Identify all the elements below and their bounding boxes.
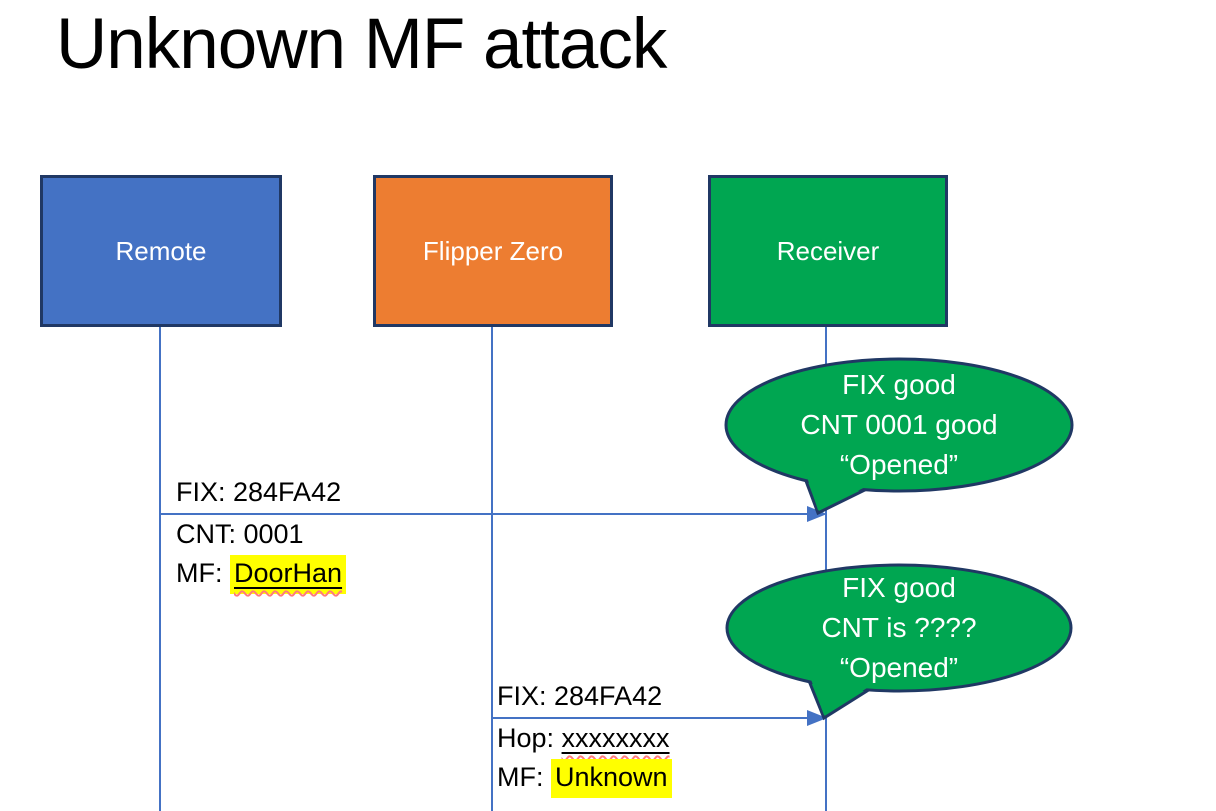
message2-mf-prefix: MF: [497, 762, 551, 792]
receiver-callout-2-text: FIX good CNT is ???? “Opened” [727, 564, 1071, 692]
receiver-callout-1-text: FIX good CNT 0001 good “Opened” [726, 360, 1072, 490]
callout-tail-fill [802, 462, 882, 510]
actor-box-receiver: Receiver [708, 175, 948, 327]
actor-box-remote: Remote [40, 175, 282, 327]
actor-box-flipper-zero: Flipper Zero [373, 175, 613, 327]
callout-ellipse [725, 563, 1073, 693]
callout-line: FIX good [842, 369, 956, 400]
message2-hop-prefix: Hop: [497, 723, 562, 753]
message2-fix-label: FIX: 284FA42 [497, 681, 663, 711]
callout-line: “Opened” [839, 652, 959, 683]
receiver-callout-1 [724, 357, 1074, 516]
message1-cnt-label: CNT: 0001 [176, 519, 304, 549]
callout-line: FIX good [842, 572, 956, 603]
message2-hop-label: Hop: xxxxxxxx [497, 723, 670, 754]
callout-line: CNT is ???? [821, 612, 977, 643]
message1-fix-label: FIX: 284FA42 [176, 477, 342, 507]
callout-ellipse [724, 357, 1074, 493]
message2-mf-label: MF: Unknown [497, 759, 672, 798]
message1-mf-value: DoorHan [234, 558, 343, 588]
receiver-lifeline [825, 327, 827, 811]
actor-label-remote: Remote [115, 235, 207, 266]
actor-label-flipper-zero: Flipper Zero [422, 235, 564, 266]
remote-lifeline [159, 327, 161, 811]
callout-line: “Opened” [839, 449, 959, 480]
callout-tail-fill [805, 663, 883, 715]
callout-line: CNT 0001 good [800, 409, 998, 440]
flipper-lifeline [491, 327, 493, 811]
highlighted-value: Unknown [551, 759, 672, 798]
message-arrow-flipper-to-receiver [492, 717, 810, 719]
highlighted-value: DoorHan [230, 555, 347, 594]
message-arrow-remote-to-receiver [160, 513, 810, 515]
message2-hop-value: xxxxxxxx [561, 723, 670, 753]
slide-title: Unknown MF attack [56, 5, 667, 84]
message1-mf-label: MF: DoorHan [176, 555, 347, 594]
receiver-callout-2 [725, 563, 1073, 721]
message1-mf-prefix: MF: [176, 558, 230, 588]
actor-label-receiver: Receiver [776, 235, 880, 266]
message2-mf-value: Unknown [555, 762, 668, 792]
